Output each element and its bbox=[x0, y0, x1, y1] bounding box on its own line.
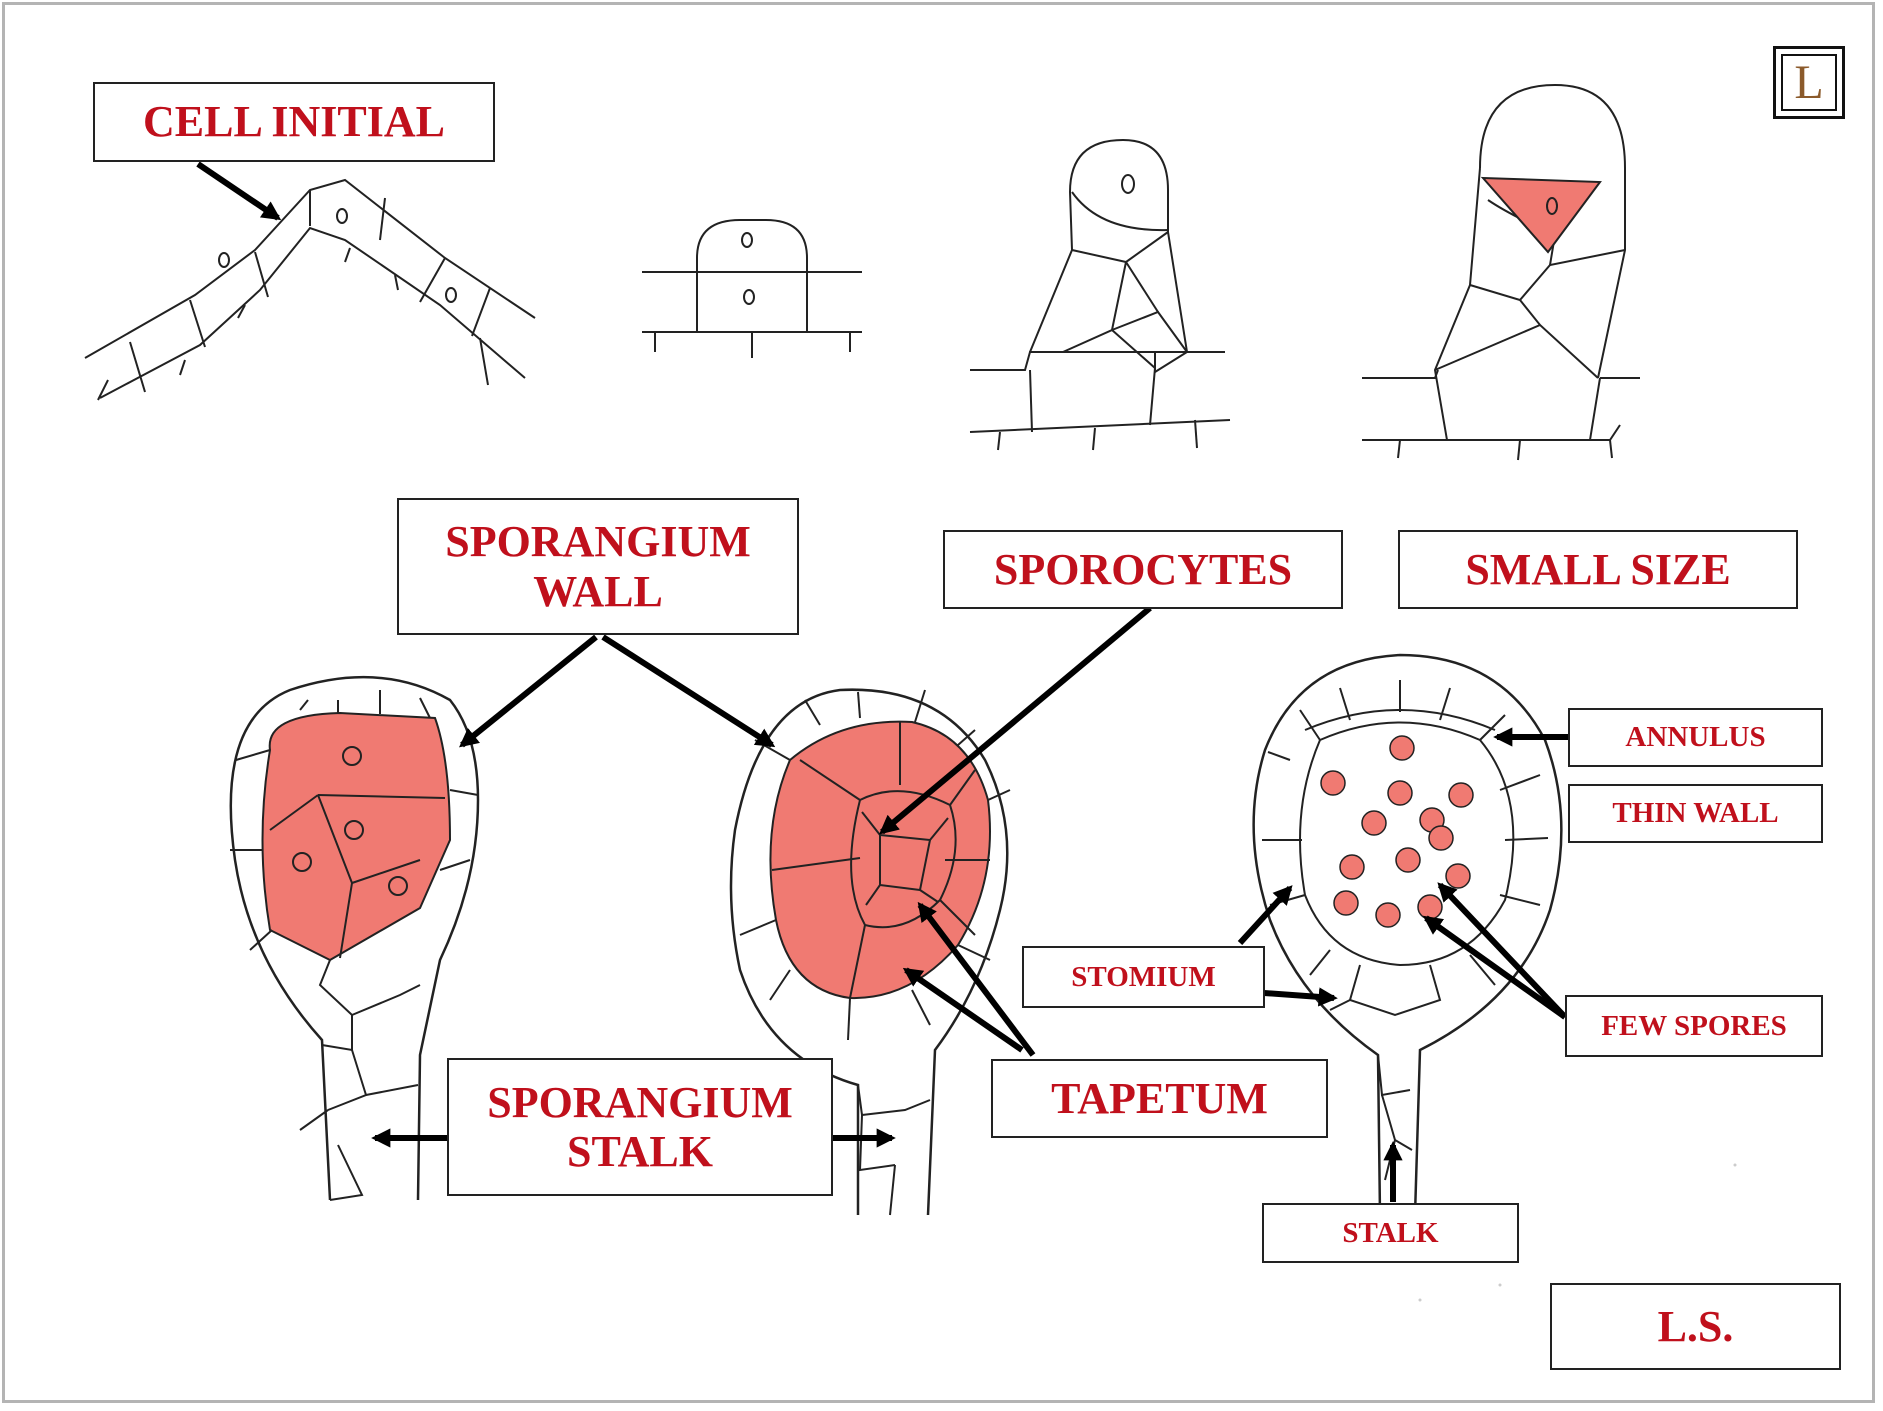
label-cell-initial: CELL INITIAL bbox=[93, 82, 495, 162]
logo-badge: L bbox=[1773, 46, 1845, 119]
label-small-size: SMALL SIZE bbox=[1398, 530, 1798, 609]
label-ls: L.S. bbox=[1550, 1283, 1841, 1370]
stage3-cells bbox=[969, 138, 1231, 451]
label-stalk: STALK bbox=[1262, 1203, 1519, 1263]
label-sporangium-stalk-line2: STALK bbox=[567, 1127, 713, 1176]
stage2-cells bbox=[642, 219, 862, 358]
pointer-arrows bbox=[196, 161, 1568, 1202]
specks bbox=[1418, 1163, 1737, 1302]
label-sporocytes: SPOROCYTES bbox=[943, 530, 1343, 609]
label-sporangium-wall-line2: WALL bbox=[533, 566, 663, 616]
stage4-initial-cell bbox=[1480, 176, 1602, 254]
label-sporangium-stalk: SPORANGIUM STALK bbox=[447, 1058, 833, 1196]
label-annulus: ANNULUS bbox=[1568, 708, 1823, 767]
label-thin-wall: THIN WALL bbox=[1568, 784, 1823, 843]
label-few-spores: FEW SPORES bbox=[1565, 995, 1823, 1057]
young-sporangium bbox=[229, 675, 480, 1201]
label-tapetum: TAPETUM bbox=[991, 1059, 1328, 1138]
label-sporangium-stalk-line1: SPORANGIUM bbox=[487, 1077, 793, 1127]
label-sporangium-wall: SPORANGIUM WALL bbox=[397, 498, 799, 635]
label-stomium: STOMIUM bbox=[1022, 946, 1265, 1008]
stage1-epidermis bbox=[84, 178, 536, 401]
mature-sporangium bbox=[1252, 653, 1563, 1216]
stage4-cells bbox=[1362, 83, 1640, 461]
logo-letter: L bbox=[1781, 54, 1837, 111]
spores bbox=[1320, 735, 1474, 928]
label-sporangium-wall-line1: SPORANGIUM bbox=[445, 517, 751, 567]
